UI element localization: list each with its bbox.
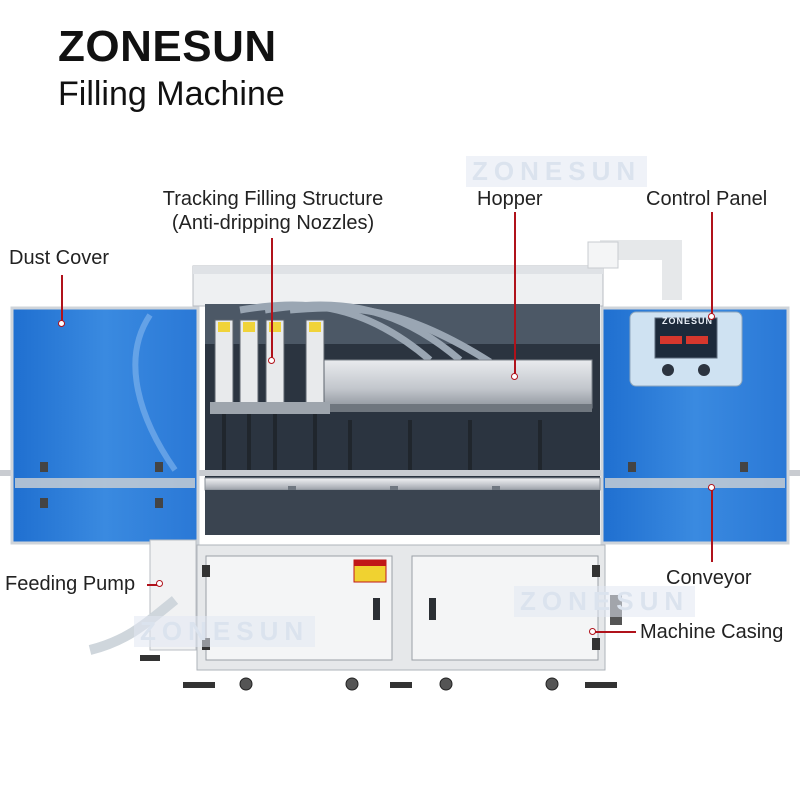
tracking-callout-dot: [268, 357, 275, 364]
control-panel-callout-line: [711, 212, 713, 316]
brand-title: ZONESUN: [58, 22, 277, 71]
feeding-pump-callout-dot: [156, 580, 163, 587]
feeding-pump-callout-line: [147, 584, 161, 586]
conveyor-callout-line: [711, 488, 713, 562]
machine-casing-label: Machine Casing: [640, 621, 784, 643]
watermark-top: ZONESUN: [466, 156, 648, 187]
watermark-left: ZONESUN: [134, 616, 316, 647]
machine-casing-callout-line: [594, 631, 636, 633]
feeding-pump-label: Feeding Pump: [5, 573, 136, 595]
tracking-callout-line: [271, 238, 273, 360]
product-title: Filling Machine: [58, 75, 285, 113]
dust-cover-callout-dot: [58, 320, 65, 327]
hopper-callout-line: [514, 212, 516, 376]
hopper-callout-dot: [511, 373, 518, 380]
hopper-label: Hopper: [477, 188, 543, 210]
conveyor-label: Conveyor: [666, 567, 752, 589]
tracking-filling-line1: Tracking Filling Structure: [162, 188, 384, 210]
dust-cover-label: Dust Cover: [9, 247, 110, 269]
control-panel-label: Control Panel: [646, 188, 768, 210]
control-panel-logo: ZONESUN: [662, 316, 714, 326]
tracking-filling-label: Tracking Filling Structure (Anti-drippin…: [150, 187, 396, 235]
conveyor-callout-dot: [708, 484, 715, 491]
dust-cover-callout-line: [61, 275, 63, 323]
watermark-right: ZONESUN: [514, 586, 696, 617]
tracking-filling-line2: (Anti-dripping Nozzles): [171, 212, 375, 234]
machine-casing-callout-dot: [589, 628, 596, 635]
control-panel-callout-dot: [708, 313, 715, 320]
